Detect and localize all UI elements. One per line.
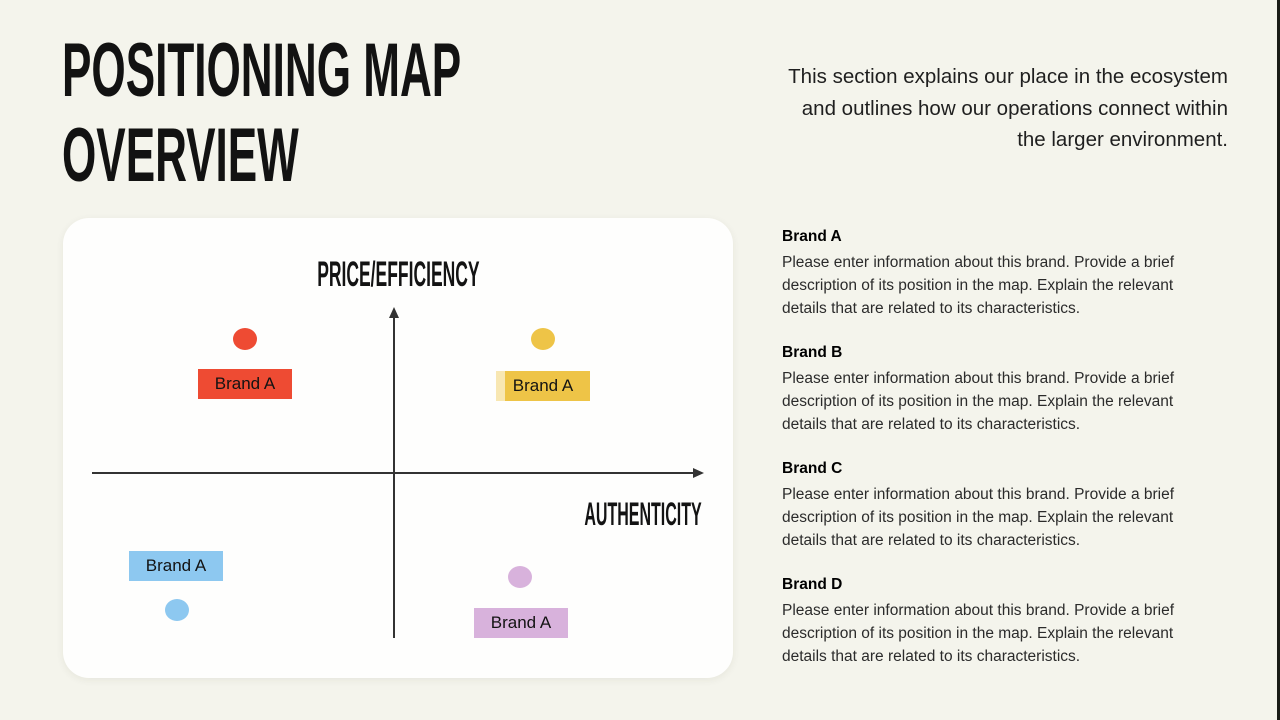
brand-name: Brand A — [782, 228, 842, 245]
y-axis-label: PRICE/EFFICIENCY — [316, 255, 480, 294]
brand-tag-label: Brand A — [512, 376, 574, 395]
brand-description-list: Brand A Please enter information about t… — [782, 228, 1207, 692]
brand-tag-bottom-left: Brand A — [129, 551, 223, 581]
brand-tag-label: Brand A — [214, 374, 276, 393]
axes-graphic — [92, 307, 704, 638]
positioning-map-card: PRICE/EFFICIENCY AUTHENTICITY Brand A Br… — [63, 218, 733, 678]
brand-dot-top-right — [531, 328, 555, 350]
brand-tag-label: Brand A — [145, 556, 207, 575]
right-edge-bar — [1277, 0, 1280, 720]
brand-tag-top-left: Brand A — [198, 369, 292, 399]
page-title-line1: POSITIONING MAP — [62, 28, 462, 113]
brand-name: Brand C — [782, 460, 843, 477]
brand-tag-top-right: Brand A — [496, 371, 590, 401]
brand-name: Brand B — [782, 344, 843, 361]
brand-dot-bottom-right — [508, 566, 532, 588]
brand-dot-top-left — [233, 328, 257, 350]
page-title: POSITIONING MAP OVERVIEW — [62, 28, 750, 198]
tag-highlight — [496, 371, 505, 401]
brand-block-a: Brand A Please enter information about t… — [782, 228, 1207, 320]
brand-block-d: Brand D Please enter information about t… — [782, 576, 1207, 668]
brand-description: Please enter information about this bran… — [782, 370, 1175, 433]
brand-tag-label: Brand A — [490, 613, 552, 632]
brand-tag-bottom-right: Brand A — [474, 608, 568, 638]
brand-description: Please enter information about this bran… — [782, 602, 1175, 665]
brand-name: Brand D — [782, 576, 843, 593]
brand-dot-bottom-left — [165, 599, 189, 621]
brand-description: Please enter information about this bran… — [782, 486, 1175, 549]
brand-description: Please enter information about this bran… — [782, 254, 1175, 317]
y-axis-arrow-icon — [389, 307, 399, 318]
brand-block-b: Brand B Please enter information about t… — [782, 344, 1207, 436]
brand-block-c: Brand C Please enter information about t… — [782, 460, 1207, 552]
x-axis-arrow-icon — [693, 468, 704, 478]
x-axis-label: AUTHENTICITY — [584, 496, 702, 532]
intro-paragraph: This section explains our place in the e… — [788, 65, 1228, 152]
page-title-line2: OVERVIEW — [62, 113, 299, 198]
